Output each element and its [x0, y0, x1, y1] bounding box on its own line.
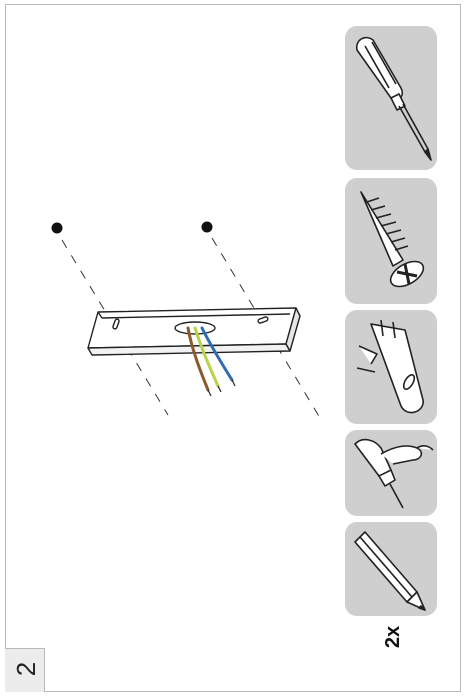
- screw-icon: [360, 191, 425, 288]
- mounting-diagram: [51, 221, 321, 419]
- quantity-label: 2x: [382, 625, 404, 649]
- wires: [186, 326, 234, 392]
- wire-brown: [186, 326, 210, 392]
- wire-blue: [200, 326, 234, 382]
- drill-hole-right: [201, 221, 213, 233]
- drill-icon: [354, 438, 434, 509]
- step-box: 2: [5, 648, 45, 692]
- guide-line-left: [61, 239, 169, 416]
- drill-hole-left: [51, 222, 63, 234]
- tool-panel-drill: [345, 430, 437, 516]
- wire-green-yellow: [193, 326, 220, 388]
- mounting-bracket: [87, 307, 301, 356]
- tool-panel-pencil: [345, 522, 437, 616]
- step-number: 2: [11, 661, 41, 677]
- tool-panel-screwdriver: [345, 26, 437, 170]
- screwdriver-icon: [355, 36, 432, 161]
- tool-panel-screw: [345, 178, 437, 304]
- pencil-icon: [354, 531, 426, 611]
- tool-panel-wall-plug: [345, 310, 437, 424]
- wall-plug-icon: [356, 319, 424, 414]
